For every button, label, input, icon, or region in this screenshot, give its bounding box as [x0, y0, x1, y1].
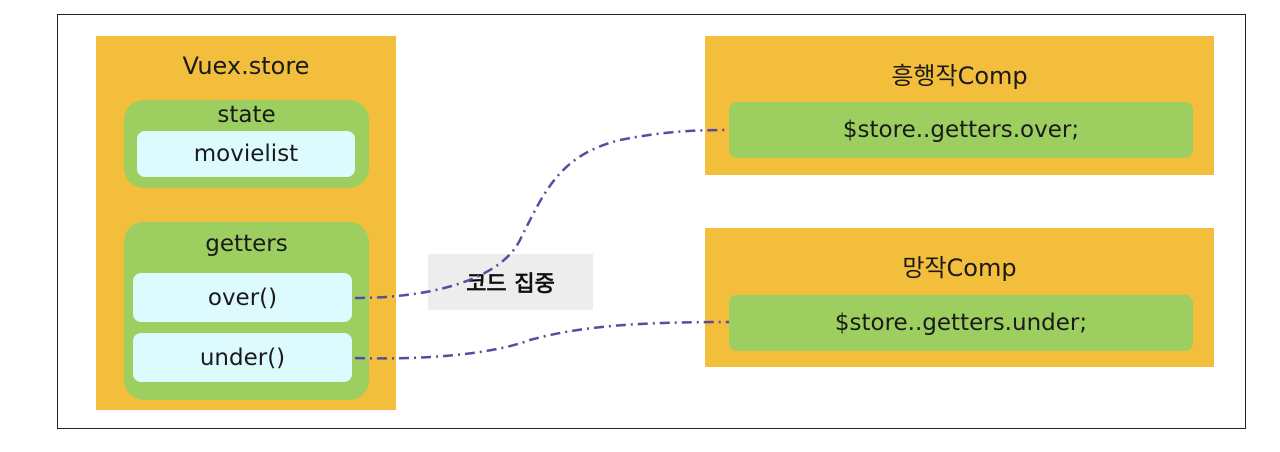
callout-label: 코드 집중 — [428, 254, 593, 310]
state-label: state — [217, 102, 276, 128]
getter-item-under — [133, 333, 352, 382]
getter-item-over-label: over() — [207, 284, 278, 311]
component-code-hit — [729, 102, 1193, 158]
connector-under — [354, 320, 730, 360]
connector-over — [354, 128, 730, 300]
component-code-hit-text: $store..getters.over; — [842, 117, 1080, 143]
getter-item-under-label: under() — [199, 344, 286, 371]
component-code-flop-text: $store..getters.under; — [834, 310, 1088, 336]
component-code-flop — [729, 295, 1193, 351]
getter-item-over — [133, 273, 352, 322]
component-title-flop: 망작Comp — [902, 253, 1017, 282]
getters-label: getters — [205, 231, 288, 257]
state-item-movielist — [137, 131, 355, 177]
component-title-hit: 흥행작Comp — [891, 61, 1028, 90]
state-item-movielist-label: movielist — [193, 141, 299, 167]
vuex-store-title: Vuex.store — [182, 52, 310, 80]
